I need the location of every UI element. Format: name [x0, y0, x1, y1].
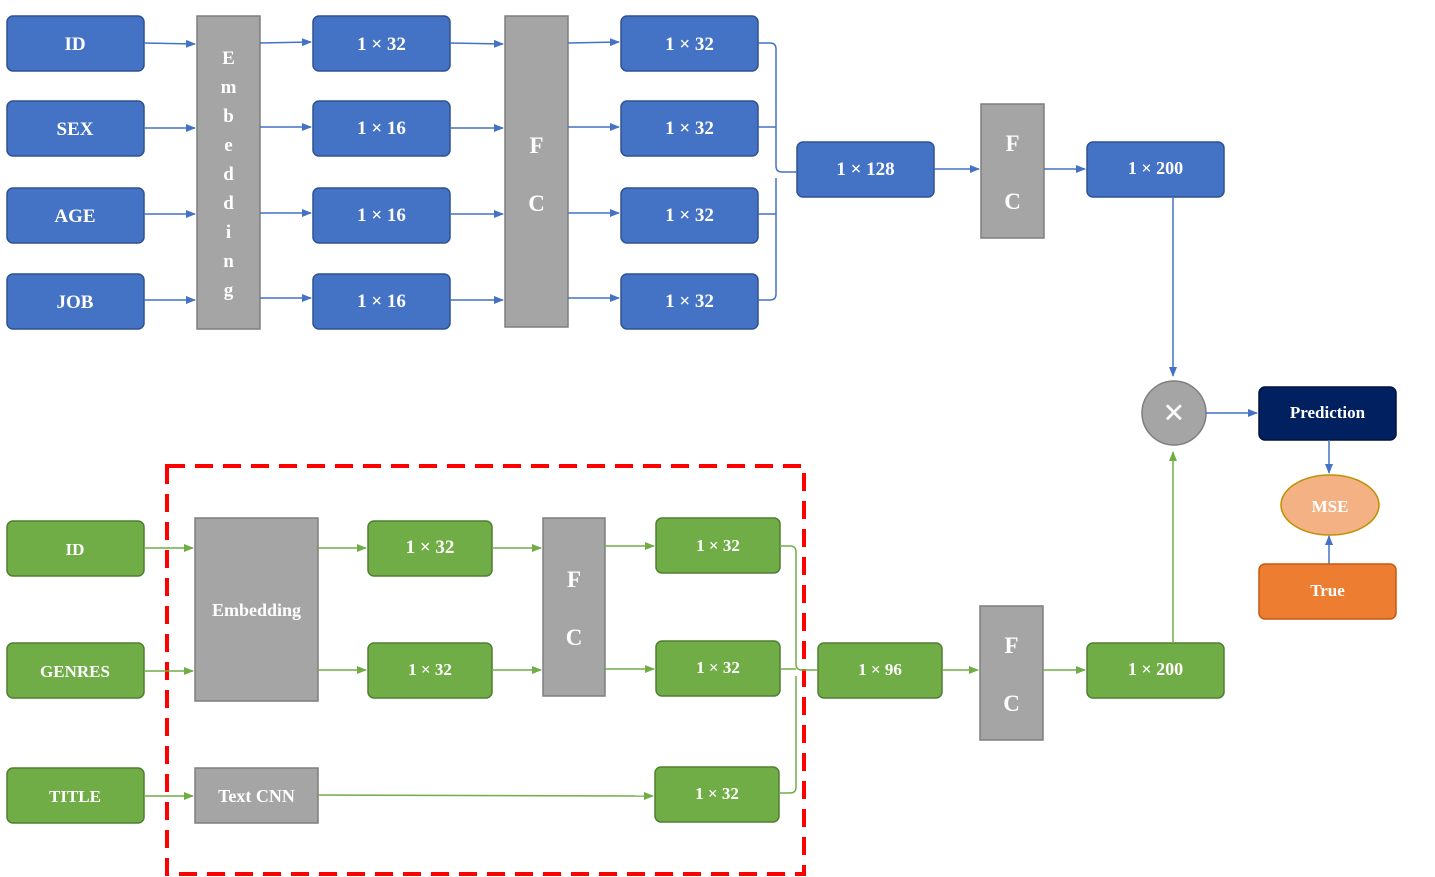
movie-fc2-label-2: C — [1003, 691, 1020, 716]
movie-textcnn-output-label: 1 × 32 — [695, 784, 739, 803]
movie-fc-label-2: C — [566, 625, 583, 650]
movie-concat: 1 × 96 — [817, 642, 943, 699]
movie-embedding-label: Embedding — [212, 600, 301, 620]
movie-input-title-label: TITLE — [49, 787, 101, 806]
user-embed-output-3-label: 1 × 16 — [357, 291, 406, 312]
user-embed-output-0: 1 × 32 — [312, 15, 451, 72]
user-input-id: ID — [6, 15, 145, 72]
movie-embed-output-1: 1 × 32 — [367, 642, 493, 699]
movie-input-id: ID — [6, 520, 145, 577]
user-fc-output-1: 1 × 32 — [620, 100, 759, 157]
movie-embed-output-0: 1 × 32 — [367, 520, 493, 577]
user-input-age-label: AGE — [54, 206, 95, 227]
movie-input-genres-label: GENRES — [40, 662, 110, 681]
user-input-id-label: ID — [64, 34, 85, 55]
true-label: True — [1310, 581, 1345, 600]
user-concat-label: 1 × 128 — [836, 159, 894, 180]
movie-input-genres: GENRES — [6, 642, 145, 699]
movie-final-vector: 1 × 200 — [1086, 642, 1225, 699]
user-fc-layer: F C — [504, 15, 569, 328]
user-embed-output-3: 1 × 16 — [312, 273, 451, 330]
user-input-sex: SEX — [6, 100, 145, 157]
prediction-label: Prediction — [1290, 403, 1366, 422]
user-concat: 1 × 128 — [796, 141, 935, 198]
user-fc-label-2: C — [528, 191, 545, 216]
user-fc-output-3: 1 × 32 — [620, 273, 759, 330]
movie-textcnn-layer: Text CNN — [194, 767, 319, 824]
user-input-job: JOB — [6, 273, 145, 330]
user-final-vector: 1 × 200 — [1086, 141, 1225, 198]
user-input-age: AGE — [6, 187, 145, 244]
user-input-sex-label: SEX — [57, 119, 94, 140]
output-section: × Prediction MSE True — [1141, 380, 1397, 620]
user-fc-output-0: 1 × 32 — [620, 15, 759, 72]
movie-input-id-label: ID — [66, 540, 85, 559]
user-final-vector-label: 1 × 200 — [1128, 158, 1183, 178]
user-fc-label-1: F — [529, 133, 543, 158]
movie-input-title: TITLE — [6, 767, 145, 824]
user-fc-output-2-label: 1 × 32 — [665, 205, 714, 226]
user-embed-output-1: 1 × 16 — [312, 100, 451, 157]
movie-concat-label: 1 × 96 — [858, 660, 902, 679]
multiply-node: × — [1141, 380, 1207, 446]
movie-textcnn-label: Text CNN — [218, 786, 295, 806]
user-fc-output-3-label: 1 × 32 — [665, 291, 714, 312]
movie-final-vector-label: 1 × 200 — [1128, 659, 1183, 679]
movie-fc-output-1: 1 × 32 — [655, 640, 781, 697]
user-fc-output-2: 1 × 32 — [620, 187, 759, 244]
movie-fc-layer: F C — [542, 517, 606, 697]
movie-fc-output-1-label: 1 × 32 — [696, 658, 740, 677]
movie-fc2-label-1: F — [1004, 633, 1018, 658]
prediction-box: Prediction — [1258, 386, 1397, 441]
movie-embed-output-1-label: 1 × 32 — [408, 660, 452, 679]
user-fc2-layer: F C — [980, 103, 1045, 239]
user-embed-output-0-label: 1 × 32 — [357, 34, 406, 55]
movie-branch: ID GENRES TITLE Embedding Text CNN 1 × 3… — [6, 451, 1225, 876]
user-fc-output-0-label: 1 × 32 — [665, 34, 714, 55]
user-fc-output-1-label: 1 × 32 — [665, 118, 714, 139]
movie-fc-label-1: F — [567, 567, 581, 592]
user-embed-output-1-label: 1 × 16 — [357, 118, 406, 139]
user-embed-output-2-label: 1 × 16 — [357, 205, 406, 226]
movie-embedding-layer: Embedding — [194, 517, 319, 702]
user-input-job-label: JOB — [57, 292, 94, 313]
movie-fc2-layer: F C — [979, 605, 1044, 741]
user-fc2-label-1: F — [1005, 131, 1019, 156]
movie-fc-output-0: 1 × 32 — [655, 517, 781, 574]
movie-connectors — [144, 451, 1177, 800]
movie-textcnn-output: 1 × 32 — [654, 766, 780, 823]
multiply-icon: × — [1163, 392, 1185, 434]
mse-node: MSE — [1280, 474, 1380, 536]
mse-label: MSE — [1312, 497, 1349, 516]
user-embed-output-2: 1 × 16 — [312, 187, 451, 244]
movie-embed-output-0-label: 1 × 32 — [406, 537, 455, 558]
movie-fc-output-0-label: 1 × 32 — [696, 536, 740, 555]
user-connectors — [143, 38, 1177, 377]
true-box: True — [1258, 563, 1397, 620]
user-fc2-label-2: C — [1004, 189, 1021, 214]
